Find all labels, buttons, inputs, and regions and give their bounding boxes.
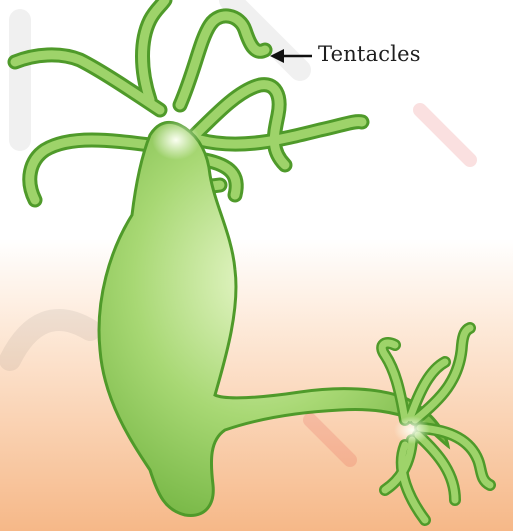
bud-highlight: [394, 416, 430, 444]
head-highlight: [152, 120, 200, 160]
tentacles-label: Tentacles: [318, 42, 421, 66]
